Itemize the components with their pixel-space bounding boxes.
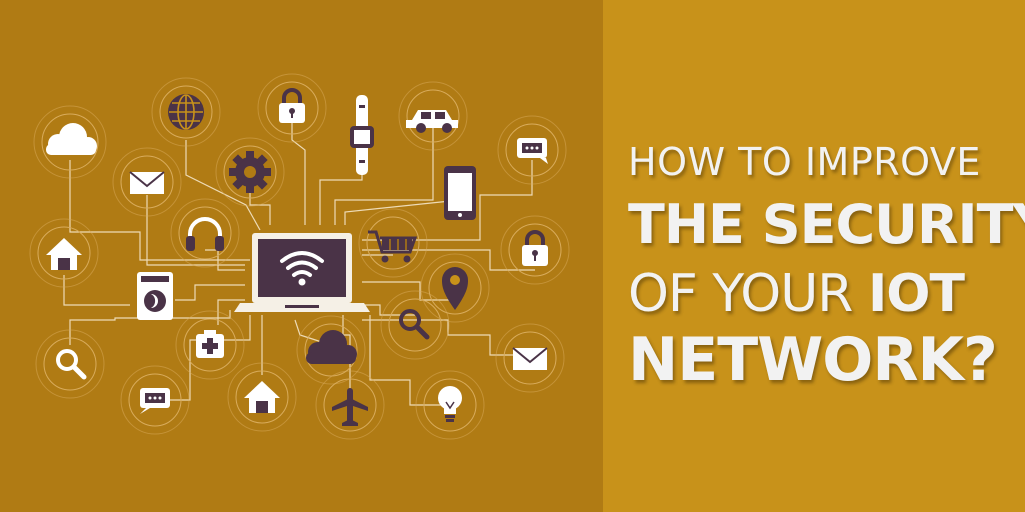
title-line-3-bold: IOT — [867, 264, 965, 324]
headphones-icon — [186, 217, 224, 251]
title-line-1: HOW TO IMPROVE — [628, 140, 981, 184]
title-line-3: OF YOUR IOT — [628, 264, 965, 324]
shopping-cart-icon — [368, 230, 418, 263]
home-icon — [46, 238, 82, 270]
envelope-icon — [512, 347, 548, 370]
title-line-2: THE SECURITY — [628, 193, 1025, 256]
home-icon — [244, 381, 280, 413]
chat-bubble-icon — [517, 138, 548, 164]
airplane-icon — [332, 388, 368, 426]
smartwatch-icon — [350, 95, 374, 175]
laptop-wifi-icon — [234, 233, 370, 312]
car-icon — [406, 110, 458, 133]
title-line-4: NETWORK? — [628, 325, 998, 395]
title-line-3-thin: OF YOUR — [628, 264, 868, 324]
smartphone-icon — [444, 166, 476, 220]
washing-machine-icon — [137, 272, 173, 320]
chat-bubble-icon — [140, 388, 170, 414]
location-pin-icon — [442, 267, 468, 310]
iot-illustration-panel — [29, 73, 570, 440]
magnifier-icon — [56, 349, 87, 380]
title-panel — [603, 0, 1025, 512]
iot-network-illustration — [29, 73, 570, 440]
first-aid-icon — [196, 330, 224, 358]
magnifier-icon — [399, 309, 430, 340]
globe-icon — [168, 94, 204, 130]
icon-halos — [29, 73, 570, 440]
padlock-icon — [279, 88, 305, 123]
padlock-icon — [522, 230, 548, 266]
envelope-icon — [129, 171, 165, 194]
light-bulb-icon — [438, 386, 462, 422]
cloud-icon — [306, 330, 357, 364]
cloud-icon — [46, 123, 97, 155]
gear-icon — [229, 151, 271, 193]
